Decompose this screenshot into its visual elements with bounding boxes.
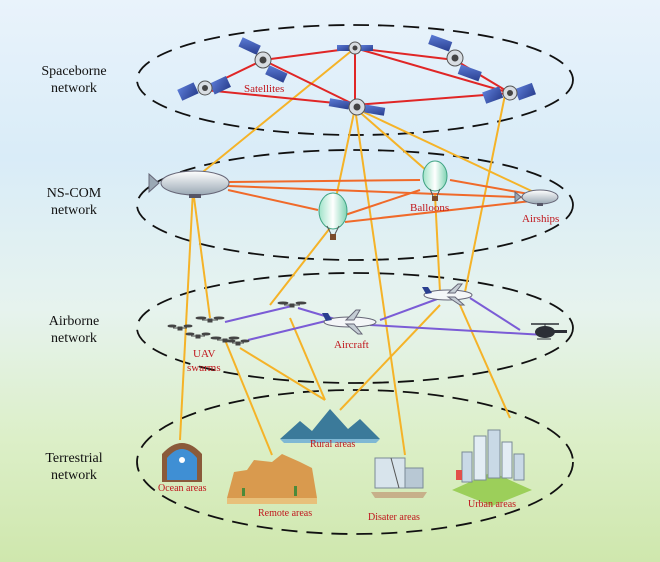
- terrestrial-ellipse: [136, 389, 574, 535]
- satellite-icon: [238, 37, 288, 83]
- aircraft-label: Aircraft: [334, 339, 369, 351]
- urban-areas-label: Urban areas: [468, 499, 516, 510]
- balloon-icon: [422, 160, 448, 201]
- remote-area-icon: [227, 454, 317, 504]
- balloon-icon: [318, 192, 348, 240]
- ocean-areas-label: Ocean areas: [158, 483, 207, 494]
- rural-areas-label: Rural areas: [310, 439, 355, 450]
- ocean-area-icon: [162, 443, 202, 482]
- satellite-icon: [328, 98, 386, 116]
- satellite-icon: [177, 76, 231, 101]
- aircraft-icon: [422, 283, 473, 306]
- satellites-label: Satellites: [244, 83, 284, 95]
- uav-label-line2: swarms: [187, 362, 221, 374]
- disaster-area-icon: [371, 457, 427, 498]
- ns-com-ellipse: [136, 149, 574, 261]
- airborne-links: [224, 297, 546, 341]
- uav-label-line1: UAV: [193, 348, 215, 360]
- remote-areas-label: Remote areas: [258, 508, 312, 519]
- ns-com-links: [227, 179, 541, 223]
- satellite-icon: [428, 34, 482, 82]
- balloons-label: Balloons: [410, 202, 449, 214]
- drone-icon: [167, 301, 307, 346]
- helicopter-icon: [531, 323, 567, 340]
- disaster-areas-label: Disater areas: [368, 512, 420, 523]
- satellite-icon: [337, 41, 373, 55]
- spaceborne-ellipse: [136, 24, 574, 136]
- layer-label-airborne: Airborne network: [48, 314, 100, 346]
- layer-label-terrestrial: Terrestrial network: [45, 451, 103, 483]
- spaceborne-links: [204, 47, 511, 106]
- satellite-icon: [482, 82, 536, 104]
- urban-area-icon: [452, 429, 532, 506]
- aircraft-icon: [322, 309, 377, 335]
- airship-icon: [148, 170, 230, 198]
- rural-area-icon: [280, 409, 380, 443]
- airship-icon: [514, 189, 559, 206]
- layer-label-spaceborne: Spaceborne network: [41, 64, 107, 96]
- airships-label: Airships: [522, 213, 559, 225]
- layer-label-ns-com: NS-COM network: [46, 186, 102, 218]
- airborne-ellipse: [136, 272, 574, 384]
